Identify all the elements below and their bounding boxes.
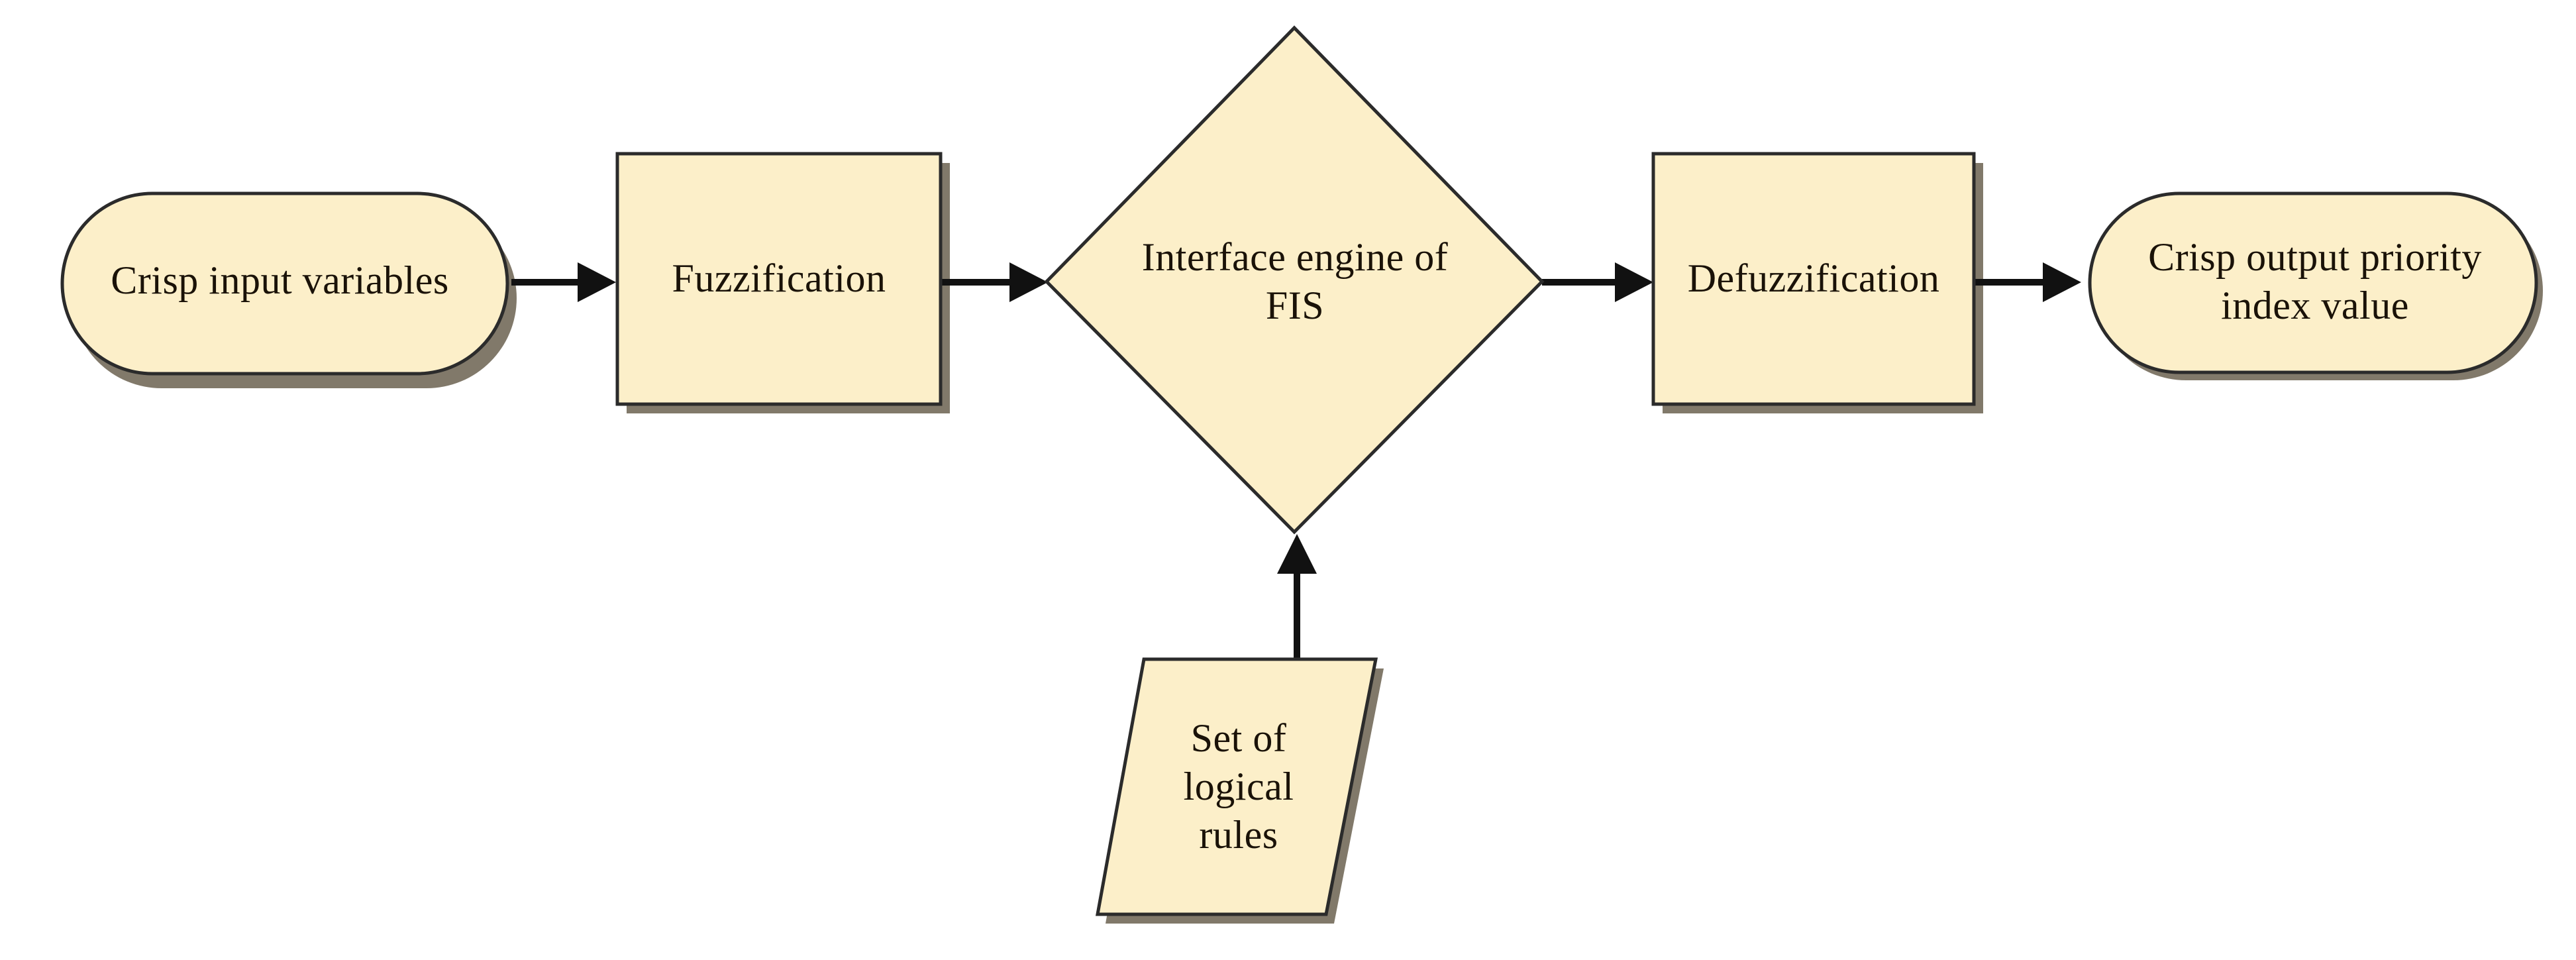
shape-interface-engine-of-fis[interactable]: [1044, 25, 1545, 535]
shape-crisp-input-variables[interactable]: [60, 191, 509, 376]
shapes: [60, 25, 2538, 916]
shape-defuzzification[interactable]: [1651, 152, 1976, 406]
shape-fuzzification[interactable]: [615, 152, 943, 406]
shape-set-of-logical-rules[interactable]: [1096, 657, 1378, 916]
arrowhead-defuzzification-to-output: [2043, 262, 2081, 302]
shape-crisp-output-priority-index-value[interactable]: [2088, 191, 2538, 374]
arrowhead-input-to-fuzzification: [578, 262, 616, 302]
arrowhead-fuzzification-to-engine: [1009, 262, 1048, 302]
arrowhead-engine-to-defuzzification: [1615, 262, 1653, 302]
connectors: [511, 262, 2081, 659]
arrowhead-rules-to-engine: [1277, 534, 1317, 574]
